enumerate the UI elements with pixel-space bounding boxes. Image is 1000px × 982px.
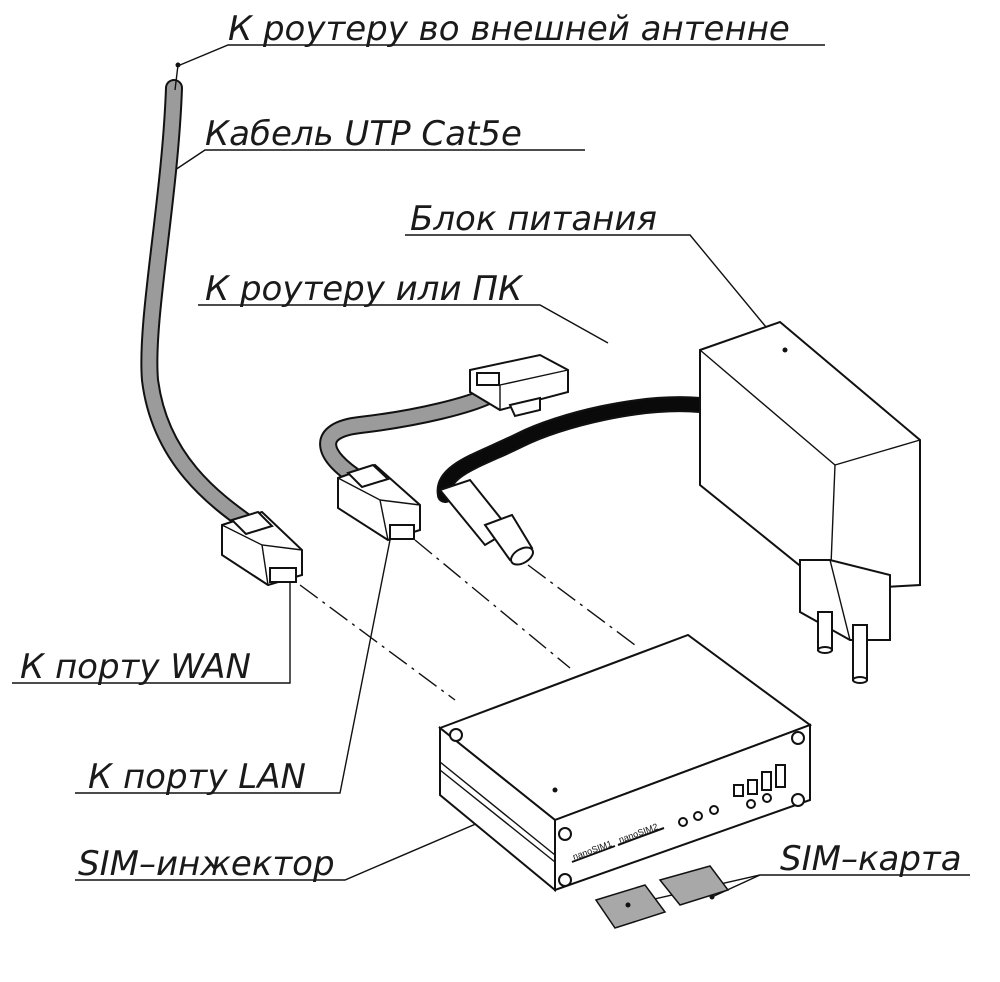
power-supply <box>699 320 921 684</box>
utp-cable <box>140 62 259 534</box>
leader-lines <box>12 44 970 906</box>
dc-barrel-plug <box>438 478 534 566</box>
label-sim-card: SIM–карта <box>780 839 962 879</box>
label-lan: К порту LAN <box>88 757 306 797</box>
lan-rj45-plug <box>337 463 421 542</box>
label-wan: К порту WAN <box>20 647 251 687</box>
sim-cards <box>594 865 730 929</box>
sim-card-2 <box>658 865 730 906</box>
label-psu: Блок питания <box>410 199 657 239</box>
wan-rj45-plug <box>221 510 303 587</box>
label-cable: Кабель UTP Cat5e <box>205 114 522 154</box>
sim-injector-box <box>438 633 813 893</box>
router-side-rj45-plug <box>469 353 569 418</box>
label-router-pc: К роутеру или ПК <box>205 269 524 309</box>
label-injector: SIM–инжектор <box>78 844 335 884</box>
patch-cord <box>319 386 499 489</box>
label-ext-router: К роутеру во внешней антенне <box>228 9 790 49</box>
connection-paths <box>299 539 636 701</box>
sim-card-1 <box>594 884 667 929</box>
power-cord <box>436 396 708 503</box>
